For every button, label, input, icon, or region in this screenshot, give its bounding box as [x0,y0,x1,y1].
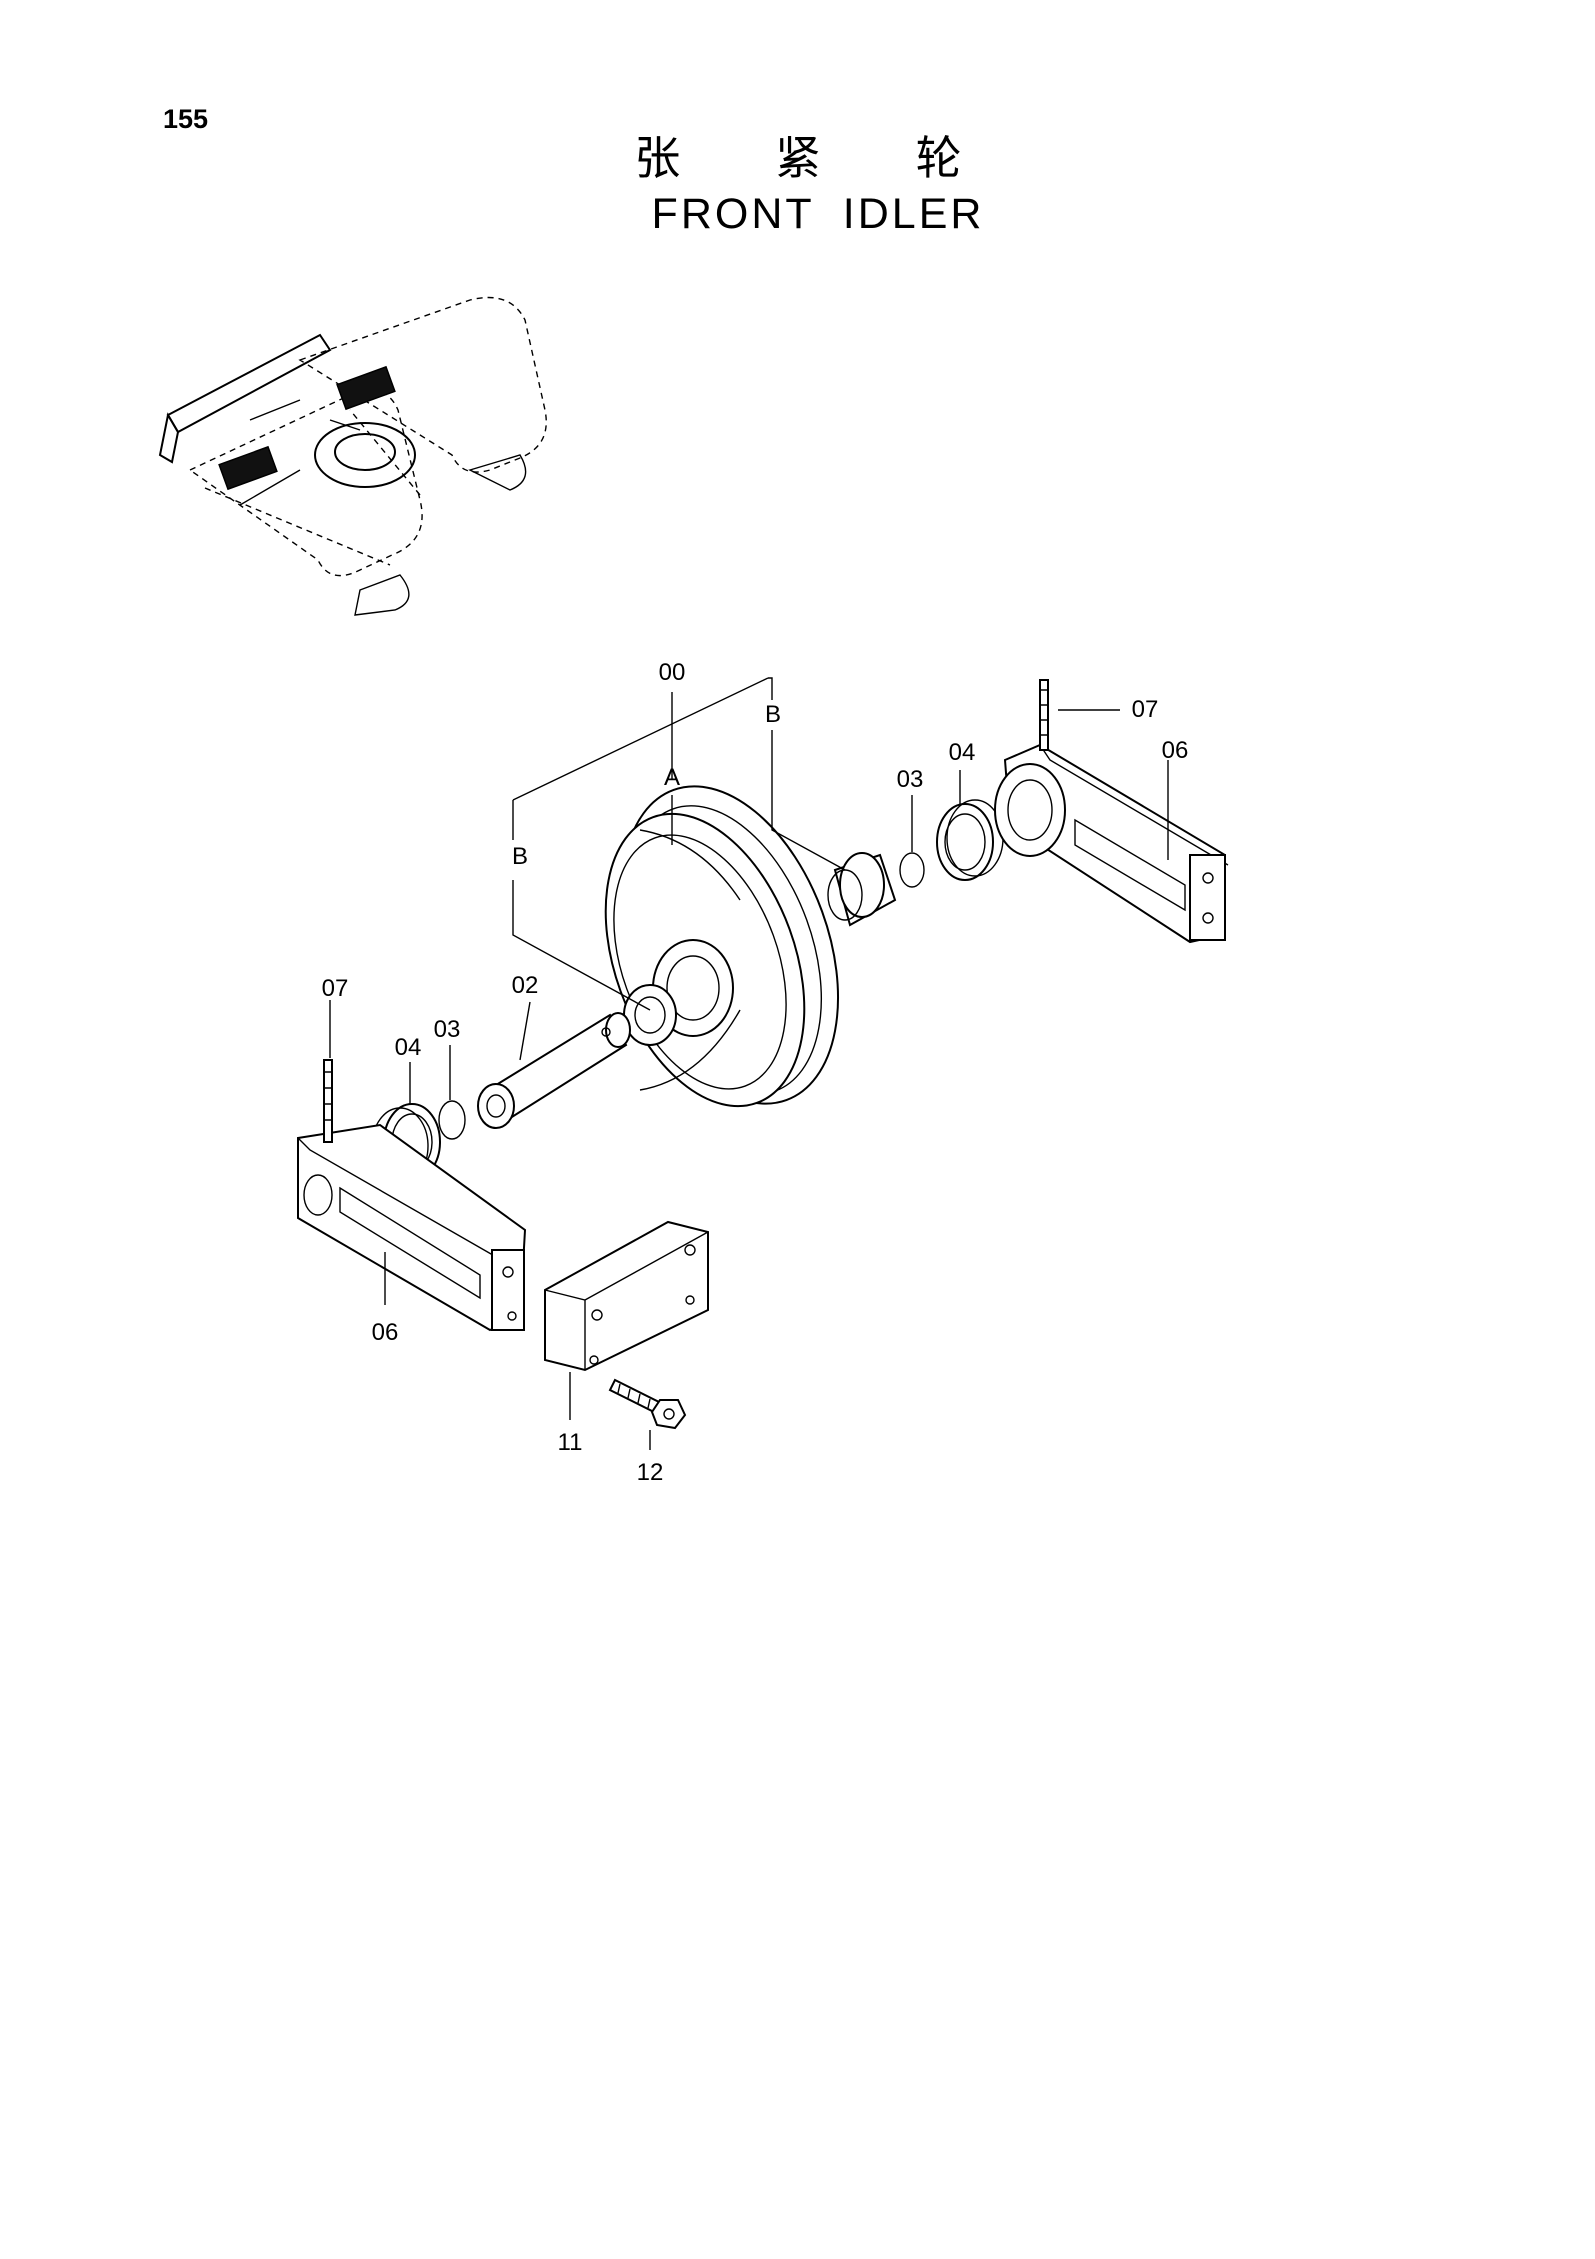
callout-11: 11 [558,1429,583,1456]
callout-04-left: 04 [395,1034,422,1061]
callout-03-left: 03 [434,1016,461,1043]
bearing-bracket-06-right [994,743,1229,944]
callout-03-right: 03 [897,766,924,793]
spring-pin-07-right [1039,679,1049,751]
undercarriage-location-thumbnail [158,296,547,616]
callout-06-left: 06 [372,1319,399,1346]
callout-a: A [664,764,680,791]
idler-wheel [604,785,840,1108]
page-number: 155 [163,104,209,134]
bolt-12 [608,1378,687,1430]
callout-06-right: 06 [1162,737,1189,764]
bushing-right [827,852,897,927]
guide-block-11 [544,1220,709,1372]
callout-07-left: 07 [322,975,349,1002]
callout-12: 12 [637,1459,664,1486]
title-english: FRONT IDLER [651,190,985,238]
shaft-02 [477,1012,631,1129]
spring-pin-07-left [323,1059,333,1143]
oring-03-right [899,852,925,888]
title-chinese: 张 紧 轮 [634,131,1002,185]
callout-b-right: B [765,701,781,728]
callout-02: 02 [512,972,539,999]
oring-03-left [438,1100,466,1140]
callout-00: 00 [659,659,686,686]
leader-lines [329,677,1169,1450]
seal-04-right [936,799,1004,881]
bearing-bracket-06-left [297,1123,527,1332]
callout-07-right: 07 [1132,696,1159,723]
callout-04-right: 04 [949,739,976,766]
callout-b-left: B [512,843,528,870]
